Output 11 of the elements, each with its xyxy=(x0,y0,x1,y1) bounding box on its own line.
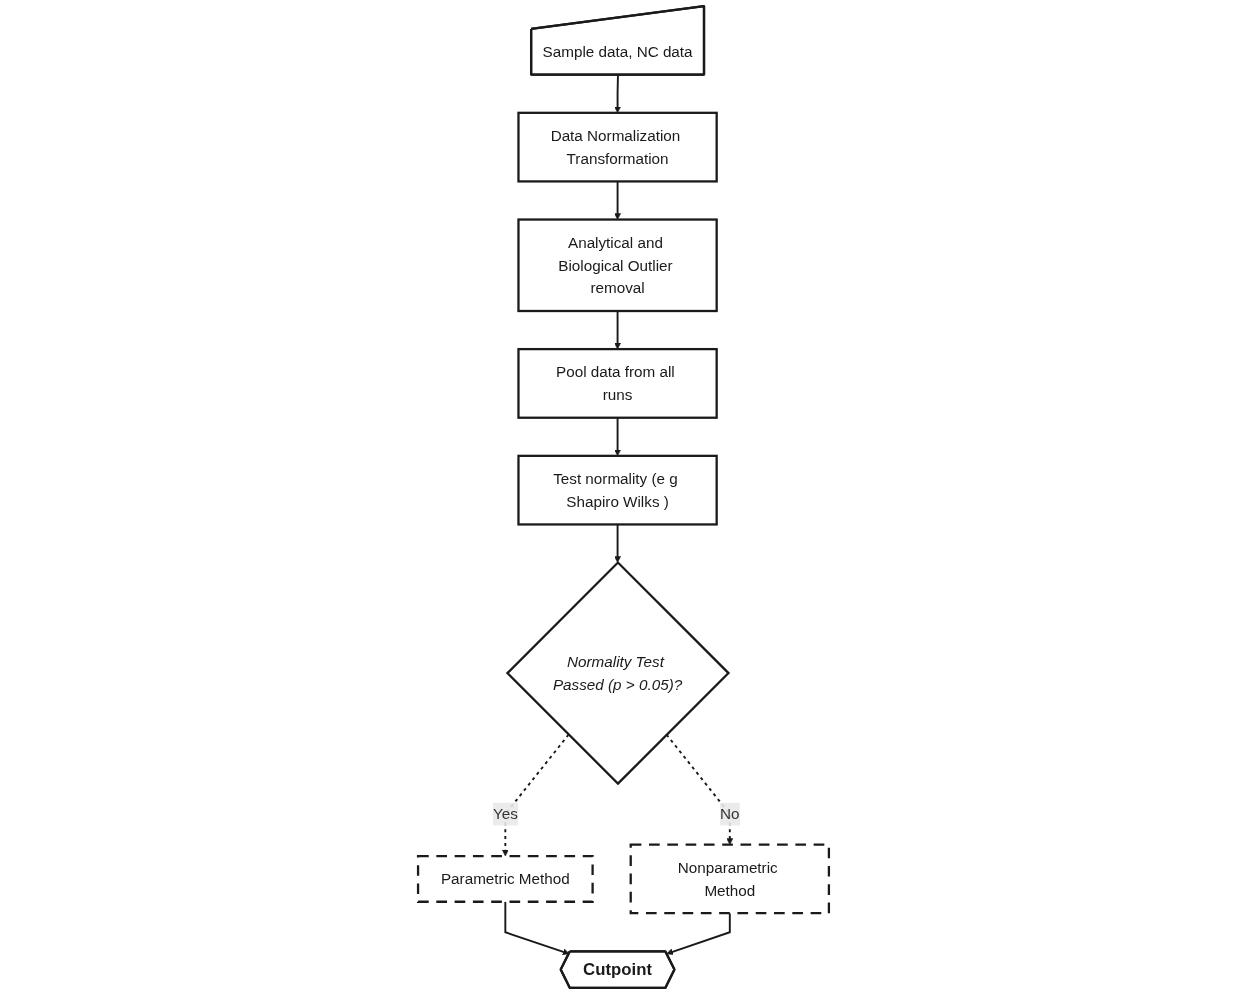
node-box: Pool data from all runs xyxy=(517,347,718,419)
arrow xyxy=(502,733,570,857)
edge-label: No xyxy=(720,805,740,823)
node-box: Analytical and Biological Outlier removal xyxy=(517,218,718,313)
node-box: Nonparametric Method xyxy=(629,843,831,915)
node-box: Parametric Method xyxy=(416,854,594,903)
arrow xyxy=(665,733,734,845)
edge-label: Yes xyxy=(492,805,518,823)
node-box: Data Normalization Transformation xyxy=(517,111,718,183)
node-diamond: Normality Test Passed (p > 0.05)? xyxy=(505,560,731,786)
node-box: Test normality (e g Shapiro Wilks ) xyxy=(517,454,718,526)
